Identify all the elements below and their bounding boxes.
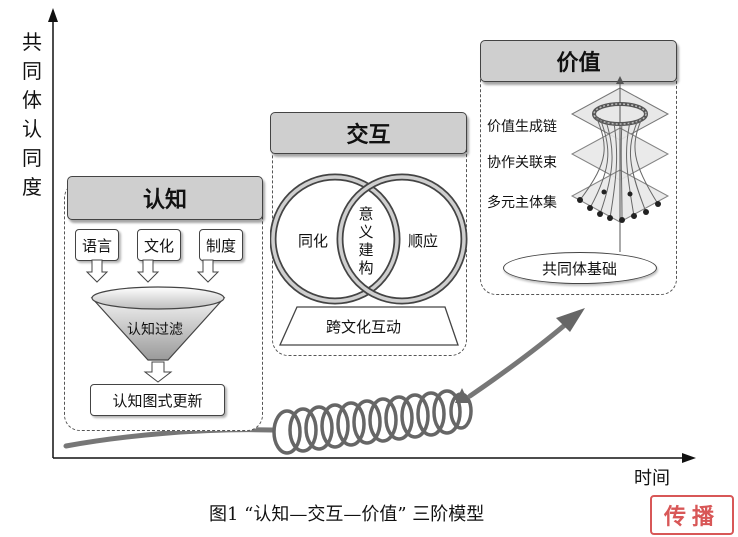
cognition-filter-label: 认知过滤	[127, 322, 183, 338]
x-axis-arrow	[682, 453, 696, 463]
cognition-funnel-graphic	[85, 259, 226, 383]
cognition-input-language: 语言	[75, 229, 119, 261]
interaction-middle-label: 意义建构	[358, 205, 374, 277]
cognition-input-culture: 文化	[137, 229, 181, 261]
interaction-left-label: 同化	[298, 232, 329, 250]
spiral-coils	[272, 389, 473, 455]
x-axis-label: 时间	[634, 468, 670, 489]
growth-curve-rise	[467, 321, 569, 399]
value-layer-graphic	[570, 76, 670, 252]
venn-left-circle-inner	[271, 175, 399, 303]
watermark-text: 传播	[663, 505, 720, 530]
funnel-outlet-arrow	[143, 361, 173, 383]
y-axis-label: 共同体认同度	[22, 30, 42, 199]
venn-diagram	[270, 173, 468, 305]
y-axis-arrow	[48, 8, 58, 22]
value-layer-chain: 价值生成链	[487, 119, 557, 135]
interaction-base-trapezoid	[278, 306, 459, 346]
interaction-base-label: 跨文化互动	[326, 318, 402, 336]
growth-arrowhead	[556, 308, 585, 332]
cognition-title: 认知	[67, 176, 263, 220]
watermark-seal: 传播	[650, 495, 734, 535]
growth-curve-line	[63, 427, 275, 449]
value-title: 价值	[480, 40, 677, 82]
value-base-label: 共同体基础	[542, 260, 618, 278]
venn-right-circle-inner	[338, 175, 466, 303]
figure-caption: 图1 “认知—交互—价值” 三阶模型	[209, 504, 485, 525]
value-nodes	[577, 189, 661, 223]
value-layer-set: 多元主体集	[487, 195, 557, 211]
cognition-output-box: 认知图式更新	[90, 384, 225, 416]
value-strands	[579, 115, 659, 221]
interaction-right-label: 顺应	[408, 232, 439, 250]
interaction-title: 交互	[270, 112, 467, 154]
cognition-input-system: 制度	[199, 229, 243, 261]
spiral-small-arrow	[455, 388, 469, 403]
value-layer-bundle: 协作关联束	[487, 155, 557, 171]
input-arrows	[85, 259, 220, 283]
value-base-ellipse	[503, 252, 657, 284]
funnel-rim	[91, 286, 225, 310]
